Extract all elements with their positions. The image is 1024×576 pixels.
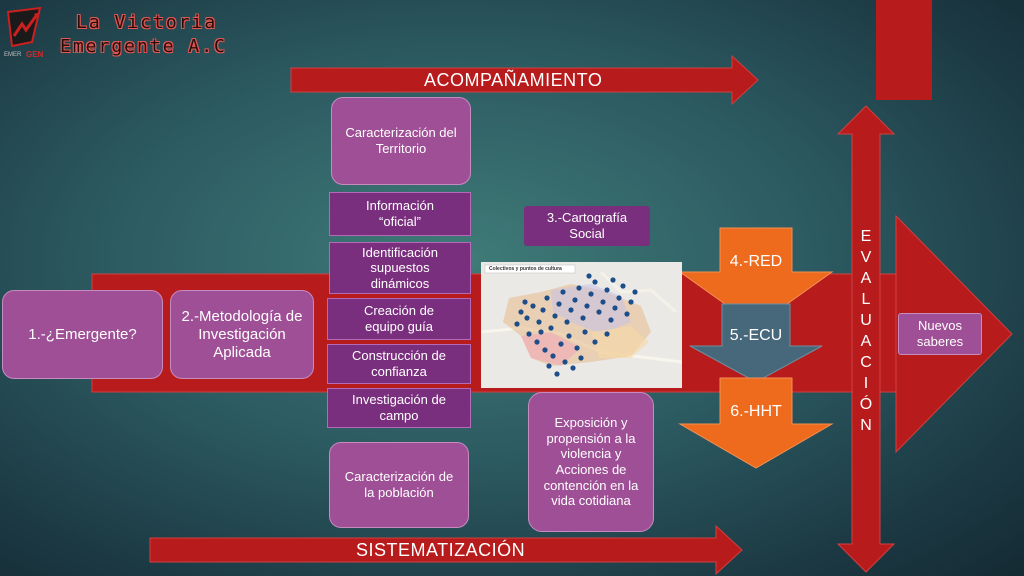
sistematizacion-arrow (149, 524, 743, 576)
hht-arrow-shape (678, 377, 834, 469)
acompanamiento-arrow (290, 54, 759, 106)
evaluacion-letter: A (860, 270, 872, 287)
box-exposicion: Exposición y propensión a la violencia y… (528, 392, 654, 532)
box-caracterizacion-territorio: Caracterización del Territorio (331, 97, 471, 185)
map-header: Colectivos y puntos de cultura (489, 266, 562, 272)
box-investigacion-campo: Investigación de campo (327, 388, 471, 428)
evaluacion-letter: E (860, 228, 872, 245)
evaluacion-letter: L (861, 291, 871, 308)
label-ecu: 5.-ECU (729, 327, 783, 345)
evaluacion-letter: Ó (859, 396, 873, 413)
logo-title-line2: Emergente A.C (60, 36, 227, 57)
evaluacion-letter: V (860, 249, 872, 266)
logo-text-b: EMER (4, 52, 22, 58)
box-cartografia-social: 3.-Cartografía Social (524, 206, 650, 246)
label-red: 4.-RED (729, 253, 783, 271)
box-caracterizacion-poblacion: Caracterización de la población (329, 442, 469, 528)
banner-sistematizacion: SISTEMATIZACIÓN (356, 540, 526, 560)
box-identificacion: Identificación supuestos dinámicos (329, 242, 471, 294)
evaluation-arrow (836, 105, 896, 573)
logo-icon (6, 6, 42, 48)
logo-text-a: GEN (26, 50, 44, 59)
evaluacion-letter: U (860, 312, 872, 329)
map-graphic (481, 262, 682, 388)
red-arrow-shape (678, 227, 834, 327)
logo: GEN EMER (4, 6, 54, 62)
box-informacion-oficial: Información “oficial” (329, 192, 471, 236)
evaluacion-letter: N (860, 417, 872, 434)
evaluacion-letter: C (860, 354, 872, 371)
box-nuevos-saberes: Nuevos saberes (898, 313, 982, 355)
box-construccion-confianza: Construcción de confianza (327, 344, 471, 384)
banner-acompanamiento: ACOMPAÑAMIENTO (424, 70, 603, 90)
top-right-bar (876, 0, 932, 100)
evaluacion-letter: A (860, 333, 872, 350)
box-creacion-equipo: Creación de equipo guía (327, 298, 471, 340)
map-thumbnail: Colectivos y puntos de cultura (481, 262, 682, 388)
box-metodologia: 2.-Metodología de Investigación Aplicada (170, 290, 314, 379)
ecu-arrow-shape (689, 303, 823, 383)
box-emergente: 1.-¿Emergente? (2, 290, 163, 379)
evaluacion-letter: I (863, 375, 869, 392)
logo-title-line1: La Victoria (76, 12, 218, 33)
map-points (514, 273, 638, 377)
label-hht: 6.-HHT (730, 403, 782, 421)
